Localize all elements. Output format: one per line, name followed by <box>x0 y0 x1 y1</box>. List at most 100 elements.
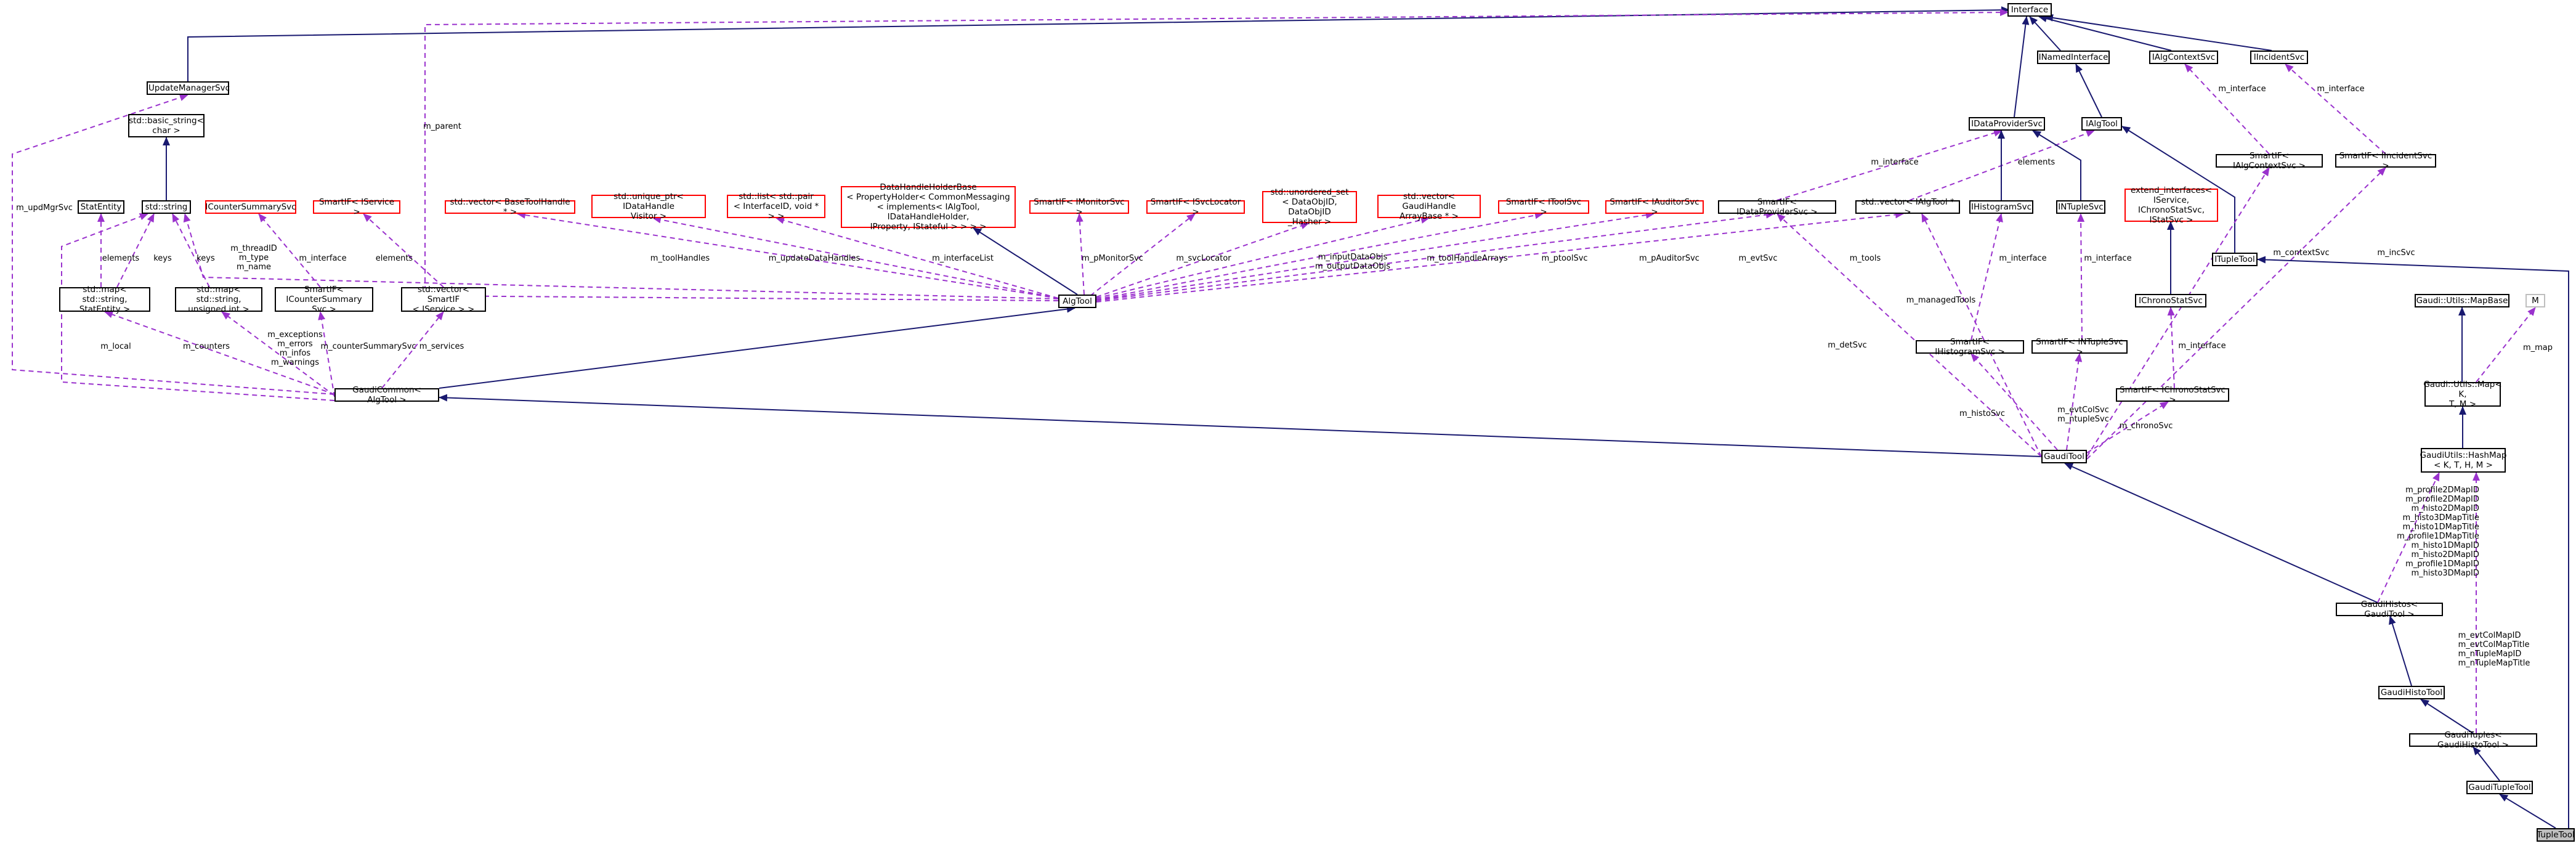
node-smartif-imonitorsvc[interactable]: SmartIF< IMonitorSvc > <box>1029 197 1129 217</box>
node-list-pair[interactable]: std::list< std::pair < InterfaceID, void… <box>727 192 825 221</box>
edge-ituplet-tool-ialgtool <box>2121 126 2235 253</box>
edge-gauditool-gaudihistos <box>2064 463 2378 603</box>
edge-smartif-inc-uses <box>2285 63 2386 155</box>
node-vector-gaudihandlearraybase[interactable]: std::vector< GaudiHandle ArrayBase * > <box>1377 192 1481 221</box>
edge-mapuint-gaudicommon <box>221 311 335 396</box>
edge-mapstat-gaudicommon <box>104 311 335 395</box>
edge-label-m-histosvc: m_histoSvc <box>1959 409 2005 418</box>
node-basic-string[interactable]: std::basic_string< char > <box>128 114 205 137</box>
edge-label-m-counters: m_counters <box>183 342 230 351</box>
node-vector-ialgtool[interactable]: std::vector< IAlgTool * > <box>1855 197 1960 217</box>
edge-ialgtool-inamedinterface <box>2075 63 2102 118</box>
node-intuplesvc[interactable]: INTupleSvc <box>2056 200 2105 214</box>
edge-datahandle-algtool-parent <box>424 9 2009 301</box>
edge-idataprovidersvc-interface <box>2014 16 2030 118</box>
node-datahandleholderbase[interactable]: DataHandleHolderBase < PropertyHolder< C… <box>841 182 1016 232</box>
node-smartif-itoolsvc[interactable]: SmartIF< IToolSvc > <box>1498 197 1589 217</box>
edge-label-m-interface-ctx: m_interface <box>2218 84 2266 94</box>
node-idataprovidersvc[interactable]: IDataProviderSvc <box>1969 117 2045 131</box>
edge-m-utilsmap <box>2476 307 2536 383</box>
node-tupletool[interactable]: TupleTool <box>2537 828 2575 842</box>
node-gauditupletool[interactable]: GaudiTupleTool <box>2466 781 2533 794</box>
node-interface[interactable]: Interface <box>2007 3 2052 17</box>
edge-label-m-updmgrsvc: m_updMgrSvc <box>16 203 73 213</box>
edge-algtool-gaudicommon <box>439 305 1075 389</box>
node-smartif-ichronostatsvc[interactable]: SmartIF< IChronoStatSvc > <box>2116 385 2229 405</box>
edge-label-elements-svc: elements <box>375 254 413 263</box>
edge-gharray-algtool <box>1096 216 1430 299</box>
edge-label-m-evtcolsvc: m_evtColSvc m_ntupleSvc <box>2057 405 2109 424</box>
node-icountersummarysvc[interactable]: ICounterSummarySvc <box>205 200 296 214</box>
edge-label-m-svclocator: m_svcLocator <box>1176 254 1231 263</box>
node-gaudituples[interactable]: GaudiTuples< GaudiHistoTool > <box>2409 730 2537 750</box>
node-vector-basetoolhandle[interactable]: std::vector< BaseToolHandle * > <box>445 197 575 217</box>
node-smartif-iauditorsvc[interactable]: SmartIF< IAuditorSvc > <box>1605 197 1704 217</box>
node-gaudihistos[interactable]: GaudiHistos< GaudiTool > <box>2336 600 2443 619</box>
node-smartif-icountersummarysvc[interactable]: SmartIF< ICounterSummary Svc > <box>275 285 373 314</box>
edge-datahandle-algtool <box>973 227 1078 295</box>
node-unique-ptr[interactable]: std::unique_ptr< IDataHandle Visitor > <box>591 192 706 221</box>
node-smartif-ihistogramsvc[interactable]: SmartIF< IHistogramSvc > <box>1916 337 2024 357</box>
node-extend-interfaces[interactable]: extend_interfaces< IService, IChronoStat… <box>2124 185 2218 225</box>
edge-label-m-local: m_local <box>100 342 131 351</box>
node-utils-map[interactable]: Gaudi::Utils::Map< K, T, M > <box>2423 380 2502 409</box>
edge-vialgtool-algtool <box>1096 211 1904 303</box>
node-smartif-iincidentsvc[interactable]: SmartIF< IIncidentSvc > <box>2335 151 2436 171</box>
edge-label-m-interface-cs: m_interface <box>299 254 347 263</box>
edge-updmgr-gaudicommon <box>12 94 335 395</box>
node-m[interactable]: M <box>2525 294 2545 307</box>
node-gauditool[interactable]: GaudiTool <box>2041 450 2087 463</box>
node-hashmap[interactable]: GaudiUtils::HashMap < K, T, H, M > <box>2420 448 2506 473</box>
edge-label-m-pmonitorsvc: m_pMonitorSvc <box>1082 254 1143 263</box>
edge-label-m-evtsvc: m_evtSvc <box>1738 254 1778 263</box>
edge-auditor-algtool <box>1096 211 1655 301</box>
edge-gaudihistotool-gaudituples <box>2420 699 2474 734</box>
edge-label-elements-dp: elements <box>2017 158 2056 167</box>
node-ihistogramsvc[interactable]: IHistogramSvc <box>1969 200 2033 214</box>
edge-gauditupletool-tupletool <box>2499 794 2556 829</box>
edge-label-m-toolhandles: m_toolHandles <box>650 254 710 263</box>
node-smartif-isvclocator[interactable]: SmartIF< ISvcLocator > <box>1146 197 1245 217</box>
edge-smartifdp-gauditool <box>1776 213 2042 457</box>
edge-smartifcs-gaudicommon <box>318 311 335 397</box>
node-ituplet-tool[interactable]: ITupleTool <box>2212 253 2258 266</box>
edge-label-keys-1: keys <box>153 254 172 263</box>
edge-smartifnt-gauditool <box>2066 353 2083 450</box>
node-iincidentsvc[interactable]: IIncidentSvc <box>2250 51 2308 64</box>
node-unordered-set[interactable]: std::unordered_set < DataObjID, DataObjI… <box>1262 187 1357 227</box>
edge-inamedinterface-interface <box>2029 16 2061 51</box>
node-statentity[interactable]: StatEntity <box>78 200 124 214</box>
edge-label-m-exceptions: m_exceptions m_errors m_infos m_warnings <box>267 330 323 367</box>
node-smartif-intuplesvc[interactable]: SmartIF< INTupleSvc > <box>2031 337 2128 357</box>
edge-chrono-smartif <box>2167 307 2175 389</box>
node-ichronostatsvc[interactable]: IChronoStatSvc <box>2135 294 2206 307</box>
edge-label-m-contextsvc: m_contextSvc <box>2273 248 2330 258</box>
edge-label-m-interfacelist: m_interfaceList <box>932 254 994 263</box>
edge-svcloc-algtool <box>1090 213 1196 296</box>
node-gaudihistotool[interactable]: GaudiHistoTool <box>2378 686 2445 699</box>
node-gaudicommon[interactable]: GaudiCommon< AlgTool > <box>334 385 439 405</box>
edge-string-algtool <box>183 213 1059 299</box>
node-smartif-iservice[interactable]: SmartIF< IService > <box>313 197 400 217</box>
edge-dp-algtool <box>1096 211 1775 301</box>
edge-label-m-inputdataobjs: m_inputDataObjs m_outputDataObjs <box>1315 253 1390 271</box>
node-smartif-ialgcontextsvc[interactable]: SmartIF< IAlgContextSvc > <box>2216 151 2323 171</box>
node-ialgcontextsvc[interactable]: IAlgContextSvc <box>2149 51 2218 64</box>
node-vector-smartif[interactable]: std::vector< SmartIF < IService > > <box>401 285 486 314</box>
edge-label-m-interface-chrono: m_interface <box>2178 341 2226 351</box>
edge-monitor-algtool <box>1075 213 1085 295</box>
node-mapbase[interactable]: Gaudi::Utils::MapBase <box>2415 294 2509 307</box>
edge-ituplet-tool-tupletool <box>2257 256 2569 828</box>
edge-smartifctx-gauditool <box>2086 167 2270 457</box>
node-map-uint[interactable]: std::map< std::string, unsigned int > <box>175 285 262 314</box>
edge-gaudituples-gauditupletool <box>2473 746 2500 781</box>
node-inamedinterface[interactable]: INamedInterface <box>2037 51 2110 64</box>
node-map-statentity[interactable]: std::map< std::string, StatEntity > <box>59 285 150 314</box>
node-std-string[interactable]: std::string <box>142 200 191 214</box>
node-smartif-idataprovidersvc[interactable]: SmartIF< IDataProviderSvc > <box>1718 197 1836 217</box>
node-ialgtool[interactable]: IAlgTool <box>2081 117 2122 131</box>
node-iupdatemanagersvc[interactable]: IUpdateManagerSvc <box>146 81 230 95</box>
edge-label-m-managedtools: m_managedTools <box>1906 296 1976 305</box>
node-algtool[interactable]: AlgTool <box>1058 295 1096 308</box>
